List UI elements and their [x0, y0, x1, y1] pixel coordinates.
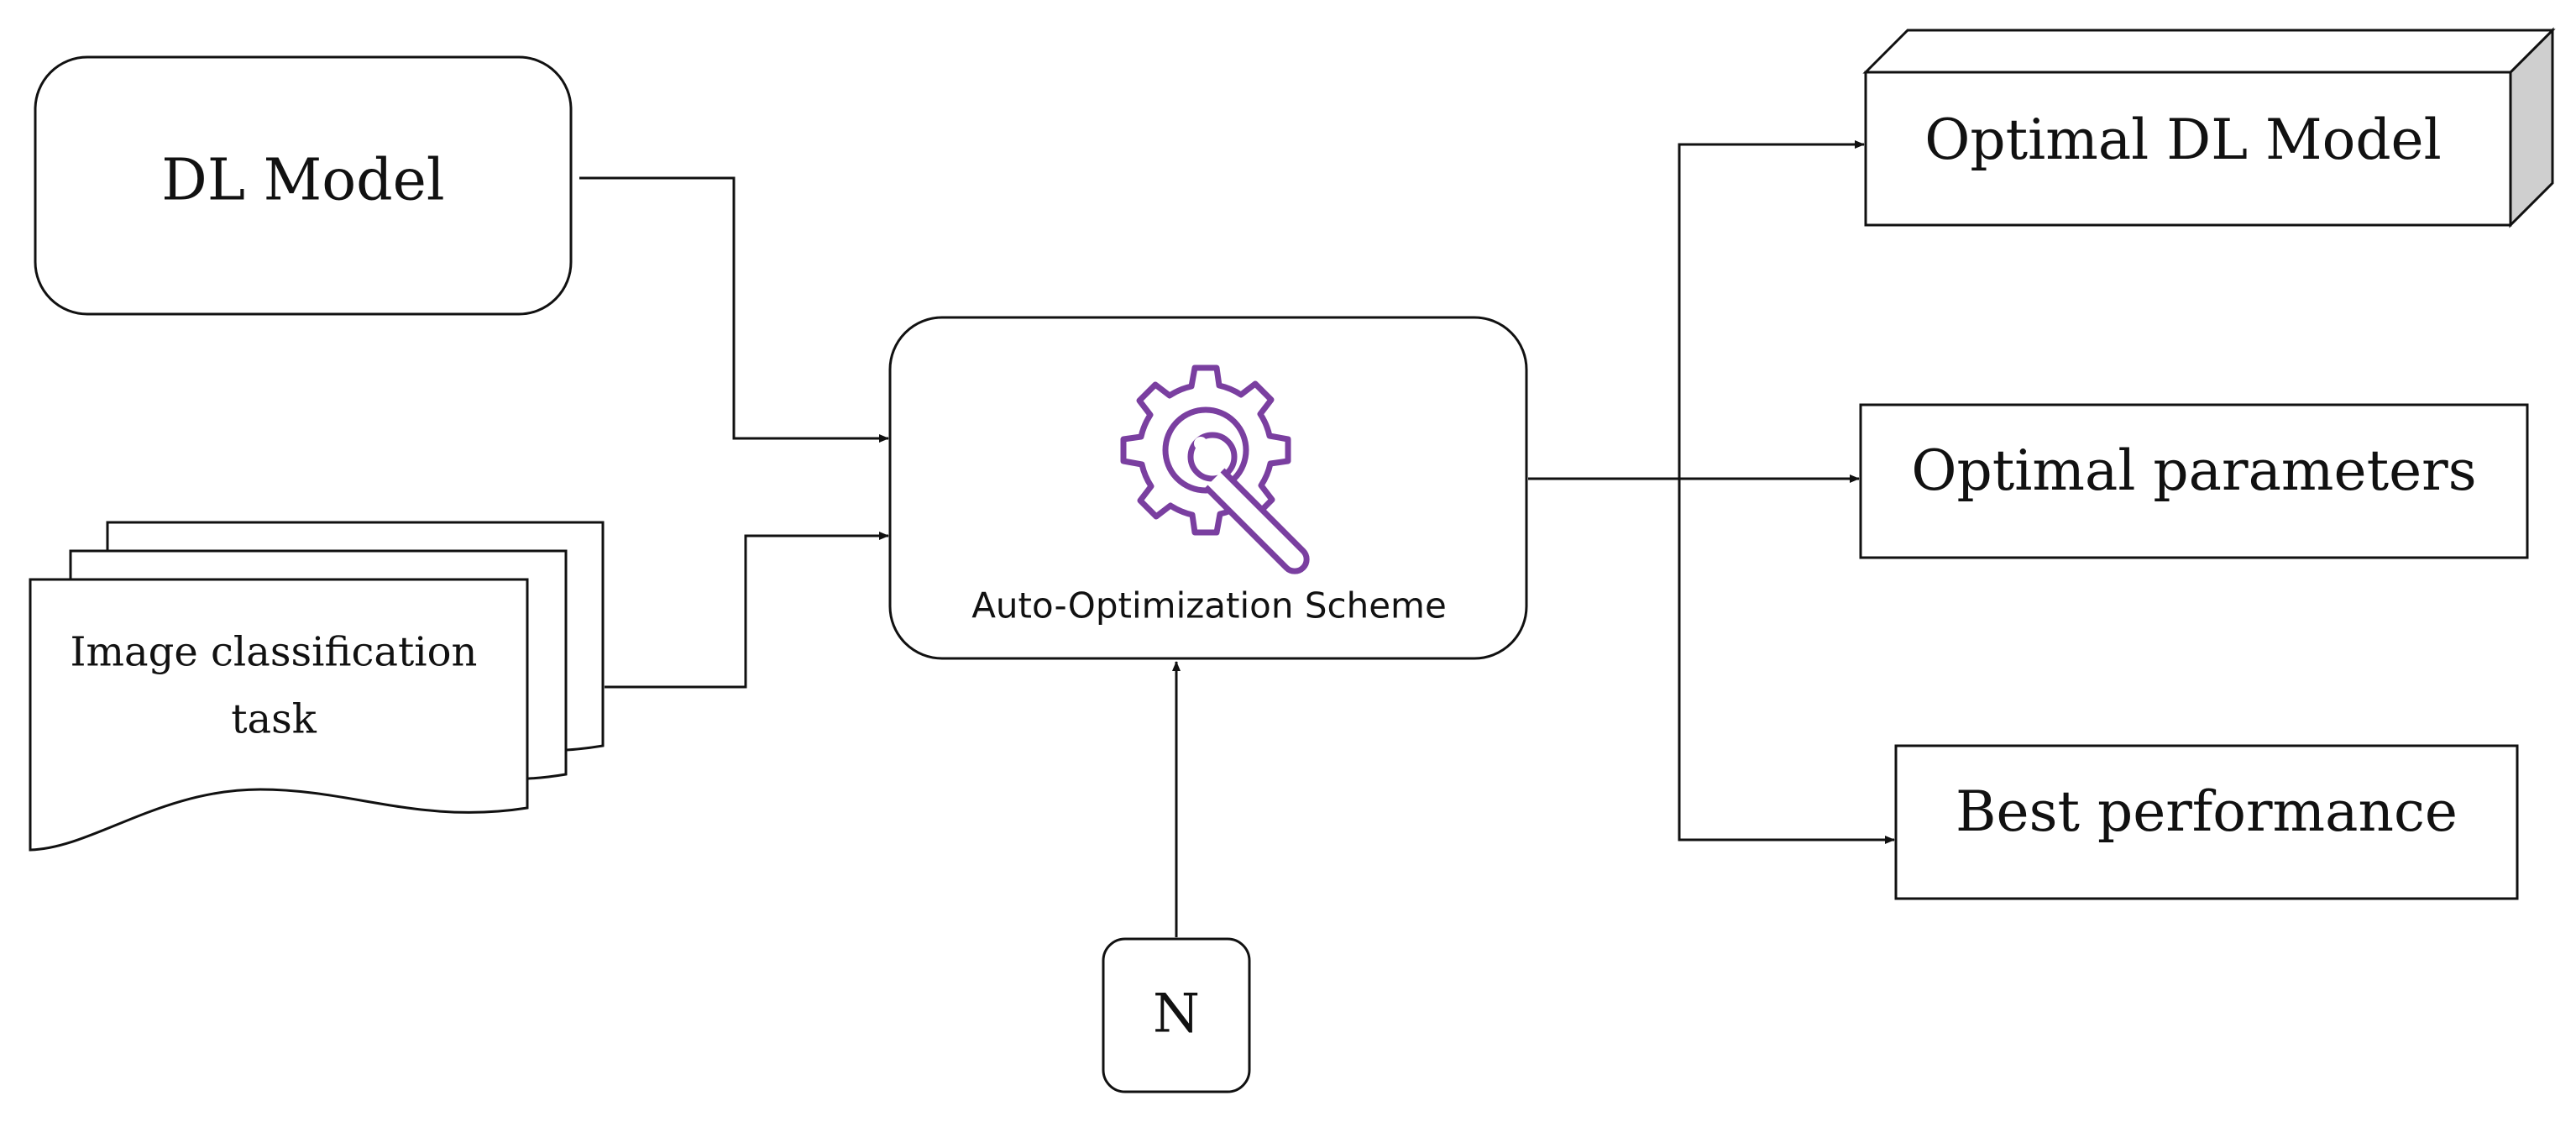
arrow-image-task-to-scheme: [605, 532, 889, 689]
optimal-params-node: Optimal parameters: [1859, 403, 2529, 559]
image-task-node: Image classification task: [29, 521, 605, 852]
dl-model-label: DL Model: [161, 148, 444, 214]
n-box: [1102, 937, 1251, 1093]
gear-wrench-icon: [1120, 364, 1310, 574]
arrow-to-best-perf: [1678, 479, 1895, 844]
optimal-model-node: Optimal DL Model: [1862, 27, 2556, 228]
best-perf-node: Best performance: [1894, 744, 2519, 900]
optimal-params-box: [1859, 403, 2529, 559]
best-perf-label: Best performance: [1956, 779, 2458, 844]
n-node: N: [1102, 937, 1251, 1093]
optimal-model-label: Optimal DL Model: [1924, 107, 2441, 172]
arrow-dl-model-to-scheme: [579, 176, 889, 443]
image-task-label-line1: Image classification: [71, 629, 478, 676]
dl-model-box: [34, 55, 573, 316]
image-task-label-line2: task: [231, 696, 317, 743]
best-perf-box: [1894, 744, 2519, 900]
optimal-params-label: Optimal parameters: [1911, 438, 2476, 503]
connectors: [579, 140, 1895, 937]
optimal-model-top-face: [1862, 29, 2556, 74]
document-sheet-front: [29, 578, 529, 852]
optimal-model-box: [1864, 71, 2512, 227]
dl-model-node: DL Model: [34, 55, 573, 316]
auto-optimization-label: Auto-Optimization Scheme: [971, 585, 1447, 627]
auto-optimization-node: Auto-Optimization Scheme: [888, 316, 1528, 660]
arrow-to-optimal-model: [1678, 140, 1865, 479]
n-label: N: [1153, 983, 1200, 1046]
